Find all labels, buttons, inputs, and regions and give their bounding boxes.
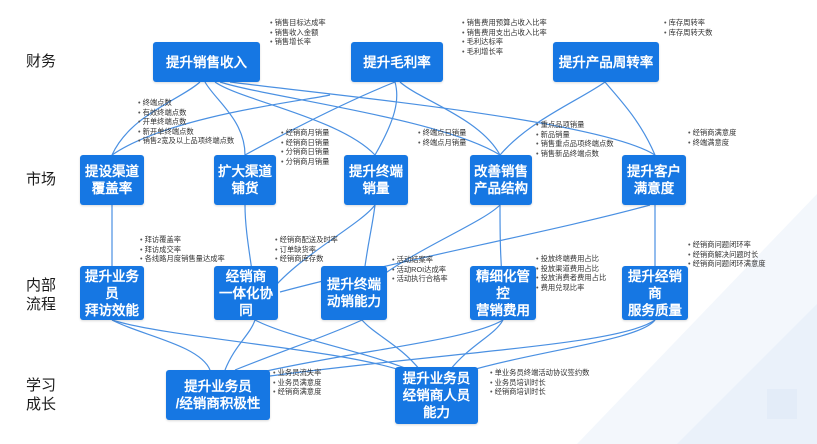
box-channel-coverage: 提设渠道 覆盖率 (80, 155, 144, 205)
note-item: 销售费用预算占收入比率 (462, 18, 547, 28)
note-item: 经销商配送及时率 (275, 235, 338, 245)
box-product-mix: 改善销售 产品结构 (470, 155, 532, 205)
box-turnover: 提升产品周转率 (553, 42, 659, 82)
notes-dealer-coordination: 经销商配送及时率 订单缺货率 经销商库存数 (275, 235, 338, 264)
note-item: 销售新品终端点数 (536, 149, 614, 159)
row-label-learning: 学习 成长 (26, 377, 57, 413)
box-sales-revenue: 提升销售收入 (153, 42, 260, 82)
note-item: 终端点日销量 (418, 128, 467, 138)
row-label-process: 内部 流程 (26, 277, 57, 313)
note-item: 销售增长率 (270, 37, 326, 47)
note-item: 活动执行合格率 (392, 274, 448, 284)
note-item: 新品销量 (536, 130, 614, 140)
box-channel-stock: 扩大渠道 铺货 (214, 155, 276, 205)
note-item: 销售重点品项终端点数 (536, 139, 614, 149)
notes-terminal-sales: 终端点日销量 终端点月销量 (418, 128, 467, 148)
note-item: 经销商满意度 (688, 128, 737, 138)
note-item: 经销商满意度 (273, 387, 322, 397)
note-item: 投放终端费用占比 (536, 254, 606, 264)
notes-customer-satisfaction: 经销商满意度 终端满意度 (688, 128, 737, 148)
note-item: 终端点数 (138, 98, 234, 108)
box-dealer-coordination: 经销商 一体化协同 (214, 266, 278, 320)
box-terminal-ability: 提升终端 动销能力 (321, 266, 387, 320)
note-item: 活动结案率 (392, 255, 448, 265)
note-item: 库存周转天数 (664, 28, 713, 38)
notes-turnover: 库存周转率 库存周转天数 (664, 18, 713, 38)
box-gross-margin: 提升毛利率 (351, 42, 443, 82)
note-item: 库存周转率 (664, 18, 712, 28)
note-item: 销售2宽及以上品项终端点数 (138, 136, 235, 146)
note-item: 销售费用支出占收入比率 (462, 28, 547, 38)
note-item: 业务员流失率 (273, 368, 322, 378)
notes-sales-revenue: 销售目标达成率 销售收入金额 销售增长率 (270, 18, 326, 47)
notes-channel-stock: 经销商月销量 经销商日销量 分销商日销量 分销商月销量 (281, 128, 330, 167)
notes-motivation: 业务员流失率 业务员满意度 经销商满意度 (273, 368, 322, 397)
box-visit-efficiency: 提升业务员 拜访效能 (80, 266, 144, 320)
note-item: 终端点月销量 (418, 138, 467, 148)
note-item: 投放渠道费用占比 (536, 264, 606, 274)
notes-marketing-cost: 投放终端费用占比 投放渠道费用占比 投放消费者费用占比 费用兑现比率 (536, 254, 607, 293)
notes-visit-efficiency: 拜访覆盖率 拜访成交率 各线路月度销售量达成率 (140, 235, 225, 264)
note-item: 毛利增长率 (462, 47, 547, 57)
note-item: 经销商日销量 (281, 138, 330, 148)
note-item: 分销商月销量 (281, 157, 330, 167)
notes-dealer-service: 经销商问题闭环率 经销商解决问题时长 经销商问题闭环满意度 (688, 240, 766, 269)
note-item: 重点品项销量 (536, 120, 614, 130)
note-item: 拜访覆盖率 (140, 235, 225, 245)
box-dealer-service: 提升经销商 服务质量 (622, 266, 688, 320)
notes-capability: 单业务员终端活动协议签约数 业务员培训时长 经销商培训时长 (490, 368, 590, 397)
note-item: 费用兑现比率 (536, 283, 606, 293)
note-item: 单业务员终端活动协议签约数 (490, 368, 590, 378)
box-customer-satisfaction: 提升客户 满意度 (622, 155, 686, 205)
box-motivation: 提升业务员 /经销商积极性 (166, 370, 270, 420)
note-item: 经销商解决问题时长 (688, 250, 766, 260)
notes-channel-coverage: 终端点数 有效终端点数 开单终端点数 新开单终端点数 销售2宽及以上品项终端点数 (138, 98, 235, 146)
note-item: 订单缺货率 (275, 245, 338, 255)
note-item: 销售目标达成率 (270, 18, 326, 28)
note-item: 经销商库存数 (275, 254, 338, 264)
note-item: 各线路月度销售量达成率 (140, 254, 225, 264)
note-item: 业务员满意度 (273, 378, 322, 388)
box-marketing-cost: 精细化管控 营销费用 (470, 266, 536, 320)
row-label-market: 市场 (26, 171, 57, 188)
box-capability: 提升业务员 经销商人员 能力 (395, 367, 478, 424)
note-item: 有效终端点数 (138, 108, 234, 118)
box-terminal-sales: 提升终端 销量 (344, 155, 408, 205)
notes-terminal-ability: 活动结案率 活动ROI达成率 活动执行合格率 (392, 255, 448, 284)
note-item: 投放消费者费用占比 (536, 273, 607, 283)
notes-gross-margin: 销售费用预算占收入比率 销售费用支出占收入比率 毛利达标率 毛利增长率 (462, 18, 547, 56)
note-item: 终端满意度 (688, 138, 736, 148)
note-item: 拜访成交率 (140, 245, 225, 255)
note-item: 毛利达标率 (462, 37, 547, 47)
note-item: 新开单终端点数 (138, 127, 234, 137)
note-item: 经销商月销量 (281, 128, 330, 138)
note-item: 经销商问题闭环满意度 (688, 259, 766, 269)
note-item: 经销商培训时长 (490, 387, 589, 397)
note-item: 业务员培训时长 (490, 378, 589, 388)
note-item: 开单终端点数 (138, 117, 234, 127)
note-item: 活动ROI达成率 (392, 265, 448, 275)
note-item: 经销商问题闭环率 (688, 240, 766, 250)
row-label-finance: 财务 (26, 53, 57, 70)
note-item: 分销商日销量 (281, 147, 330, 157)
notes-product-mix: 重点品项销量 新品销量 销售重点品项终端点数 销售新品终端点数 (536, 120, 614, 158)
note-item: 销售收入金额 (270, 28, 326, 38)
